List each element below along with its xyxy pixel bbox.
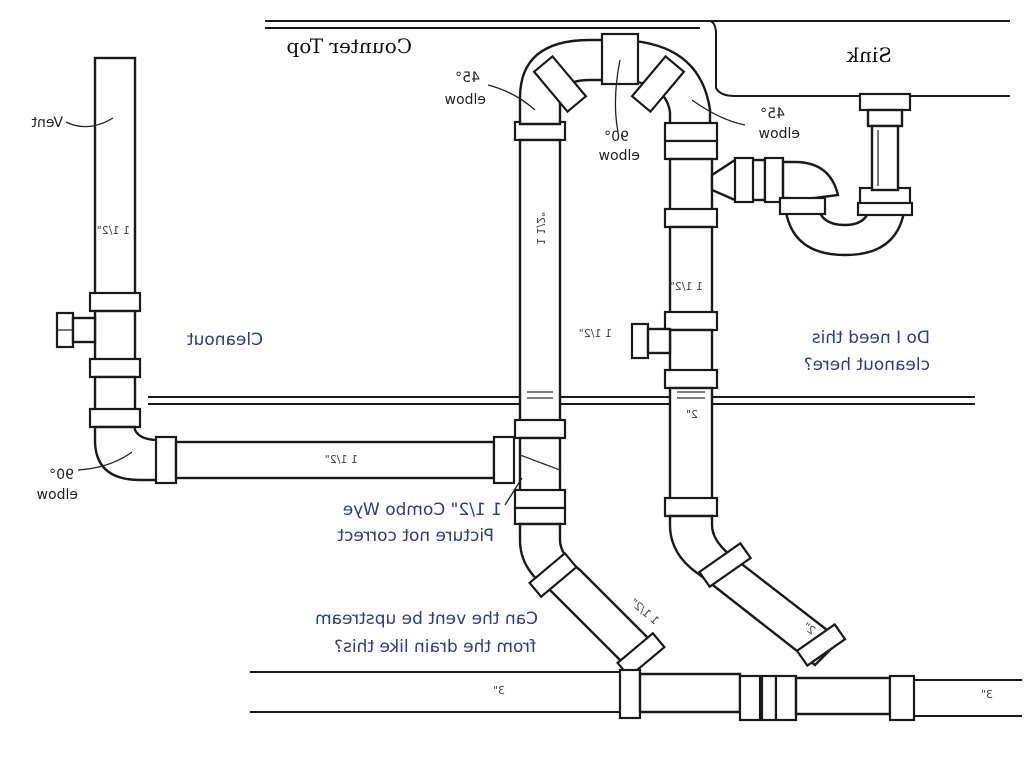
- combo-wye-line1: 1 1/2" Combo Wye: [343, 500, 502, 520]
- vent-label: Vent: [31, 115, 63, 131]
- size-vent-upper: 1 1/2": [97, 224, 130, 237]
- vent-question-line1: Can the vent be upstream: [315, 609, 538, 629]
- vent-upstream-question-note: Can the vent be upstream from the drain …: [315, 609, 538, 657]
- size-horizontal: 1 1/2": [325, 453, 358, 466]
- sink-tailpiece: [858, 92, 912, 192]
- size-drain-lower: 2": [686, 408, 698, 421]
- elbow-90-left-label: 90° elbow: [37, 451, 133, 503]
- cleanout-question-note: Do I need this cleanout here?: [804, 328, 930, 375]
- elbow-90-top-label: 90° elbow: [599, 59, 640, 164]
- vent-question-line2: from the drain like this?: [334, 637, 536, 657]
- elbow-45-right-angle: 45°: [760, 106, 785, 122]
- elbow-45-right-word: elbow: [759, 126, 800, 142]
- counter-top-label: Counter Top: [286, 34, 412, 58]
- size-main-right: 3": [981, 688, 993, 701]
- elbow-90-left: [93, 425, 160, 482]
- trap-arm: [710, 156, 840, 204]
- elbow-45-left-word: elbow: [445, 92, 486, 108]
- drain-stack: [630, 121, 719, 518]
- vent-label-group: Vent: [31, 115, 114, 131]
- elbow-45-left-label: 45° elbow: [445, 70, 536, 111]
- elbow-90-top-word: elbow: [599, 148, 640, 164]
- elbow-45-left-angle: 45°: [455, 70, 480, 86]
- cleanout-label: Cleanout: [187, 330, 263, 350]
- size-main-left: 3": [493, 684, 505, 697]
- p-trap: [778, 186, 914, 257]
- elbow-90-left-word: elbow: [37, 487, 78, 503]
- elbow-45-right-label: 45° elbow: [691, 99, 800, 142]
- middle-lower-bend: [518, 522, 666, 679]
- size-middle-stack: 1 1/2": [534, 212, 547, 245]
- vent-loop-arc: [518, 32, 712, 127]
- main-drain: [250, 668, 1022, 722]
- floor-line: [148, 396, 975, 405]
- drain-lower-bend: [668, 514, 847, 668]
- middle-vent-stack: [513, 120, 567, 526]
- cleanout-question-line2: cleanout here?: [804, 355, 930, 375]
- size-drain-stack: 1 1/2": [670, 280, 703, 293]
- combo-wye-line2: Picture not correct: [337, 526, 494, 546]
- sink-basin: [688, 20, 1010, 97]
- cleanout-question-line1: Do I need this: [812, 328, 930, 348]
- counter-top: [265, 20, 1010, 29]
- combo-wye-note: 1 1/2" Combo Wye Picture not correct: [337, 477, 523, 546]
- elbow-90-top-angle: 90°: [604, 129, 629, 145]
- elbow-90-left-angle: 90°: [49, 467, 74, 483]
- size-cleanout-right: 1 1/2": [579, 327, 612, 340]
- vent-pipe: [55, 56, 142, 429]
- horizontal-vent-pipe: [154, 435, 516, 485]
- sink-label: Sink: [846, 43, 892, 67]
